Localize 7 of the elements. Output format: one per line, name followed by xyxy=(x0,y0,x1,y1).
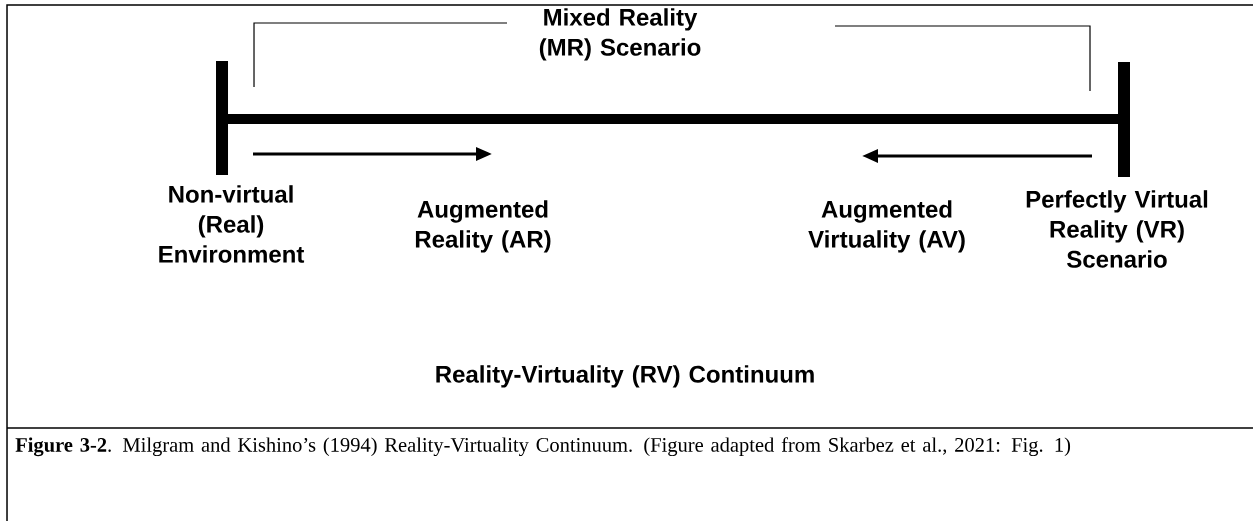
endpoint-label: Non-virtual (Real) Environment xyxy=(159,185,305,263)
endpoint-label: Perfectly Virtual Reality (VR) Scenario xyxy=(1026,190,1208,268)
continuum-title: Reality-Virtuality (RV) Continuum xyxy=(436,365,814,388)
bracket-label: Mixed Reality (MR) Scenario xyxy=(539,8,701,61)
region-label: Augmented Virtuality (AV) xyxy=(808,200,965,253)
figure-caption: Figure 3-2. Milgram and Kishino’s (1994) Reality-Virtuality Continuum. (Figure adapted from Skarbez et al., 2021: Fig. 1) xyxy=(15,437,1071,457)
region-label: Augmented Reality (AR) xyxy=(415,200,551,253)
